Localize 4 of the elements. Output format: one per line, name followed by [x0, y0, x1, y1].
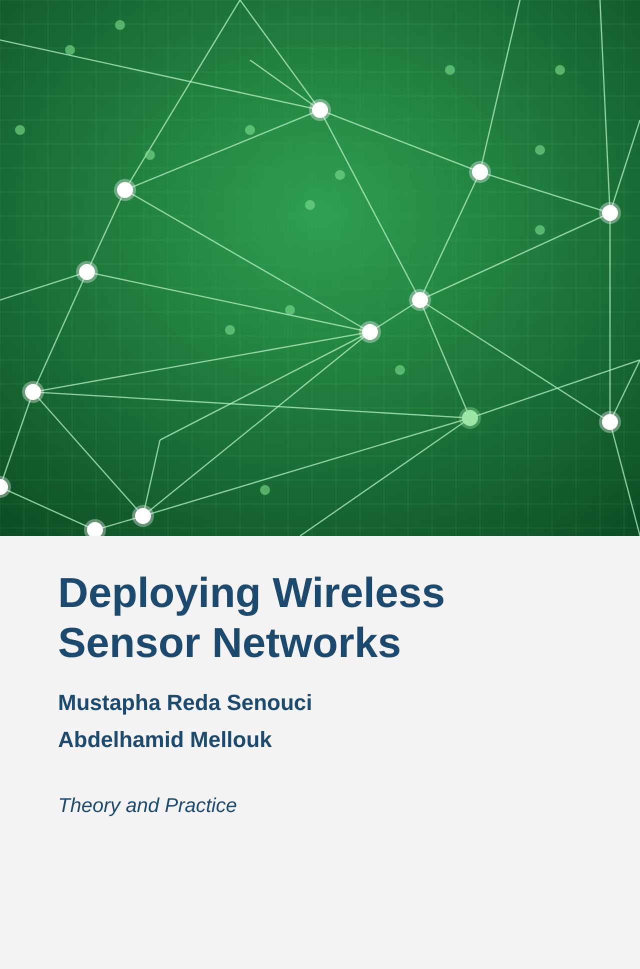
author-name: Abdelhamid Mellouk	[58, 727, 272, 753]
subtitle: Theory and Practice	[58, 795, 237, 818]
book-title: Deploying Wireless Sensor Networks	[58, 568, 446, 668]
author-name: Mustapha Reda Senouci	[58, 690, 312, 716]
